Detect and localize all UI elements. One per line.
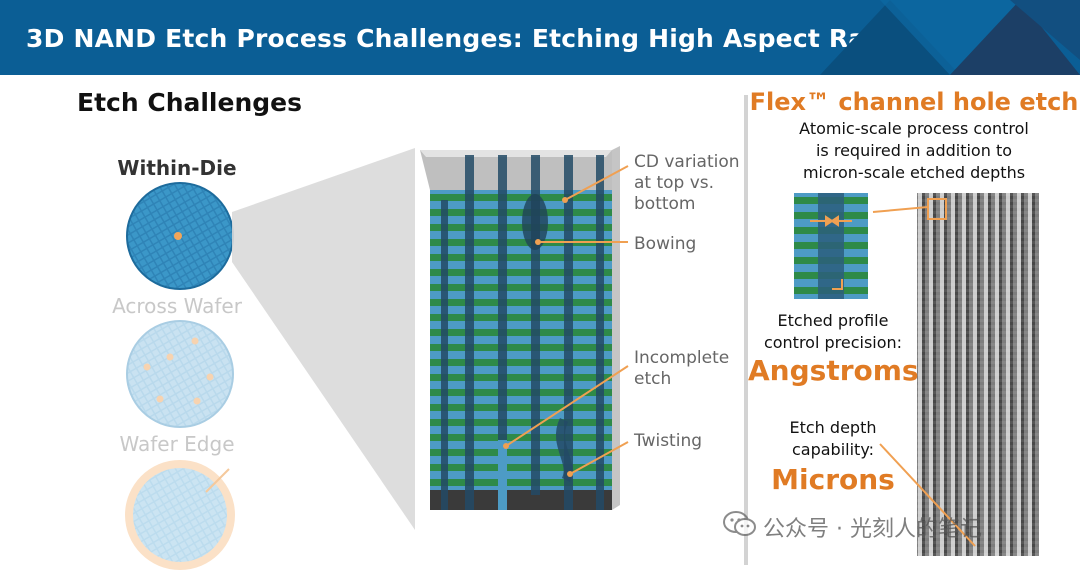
flex-subtitle-line-2: is required in addition to xyxy=(815,141,1013,160)
incomplete-etch-line-2: etch xyxy=(634,369,672,389)
watermark: 公众号 · 光刻人的笔记 xyxy=(723,510,982,544)
profile-label: Etched profile control precision: xyxy=(748,310,918,354)
header-triangle-decoration xyxy=(820,0,1080,75)
slide-header: 3D NAND Etch Process Challenges: Etching… xyxy=(0,0,1080,75)
depth-label-line-1: Etch depth xyxy=(789,418,877,437)
sem-cross-section-image xyxy=(917,193,1039,556)
wafer-edge-wafer xyxy=(125,460,235,570)
profile-zoom-inset xyxy=(794,193,868,299)
twisting-callout: Twisting xyxy=(634,431,703,451)
etch-challenges-heading: Etch Challenges xyxy=(77,88,302,117)
wechat-icon xyxy=(723,510,757,544)
flex-subtitle: Atomic-scale process control is required… xyxy=(758,118,1070,184)
across-wafer-wafer xyxy=(126,320,234,428)
within-die-label: Within-Die xyxy=(117,156,237,180)
cd-variation-line-1: CD variation xyxy=(634,152,740,172)
section-divider xyxy=(744,95,748,565)
cd-variation-line-3: bottom xyxy=(634,194,696,214)
flex-etch-title: Flex™ channel hole etch xyxy=(749,88,1079,116)
cd-variation-callout: CD variation at top vs. bottom xyxy=(634,152,740,215)
profile-label-line-1: Etched profile xyxy=(777,311,889,330)
across-wafer-label: Across Wafer xyxy=(112,294,242,318)
depth-label-line-2: capability: xyxy=(791,440,875,459)
depth-value: Microns xyxy=(771,463,895,496)
slide-title: 3D NAND Etch Process Challenges: Etching… xyxy=(26,24,919,53)
incomplete-etch-callout: Incomplete etch xyxy=(634,348,729,390)
wafer-edge-label: Wafer Edge xyxy=(119,432,235,456)
flex-subtitle-line-1: Atomic-scale process control xyxy=(799,119,1029,138)
incomplete-etch-line-1: Incomplete xyxy=(634,348,730,368)
bowing-callout: Bowing xyxy=(634,234,697,254)
cd-variation-line-2: at top vs. xyxy=(634,173,715,193)
profile-label-line-2: control precision: xyxy=(763,333,903,352)
profile-value: Angstroms xyxy=(748,354,919,387)
flex-subtitle-line-3: micron-scale etched depths xyxy=(802,163,1026,182)
depth-label: Etch depth capability: xyxy=(748,417,918,461)
watermark-text: 公众号 · 光刻人的笔记 xyxy=(763,517,982,542)
